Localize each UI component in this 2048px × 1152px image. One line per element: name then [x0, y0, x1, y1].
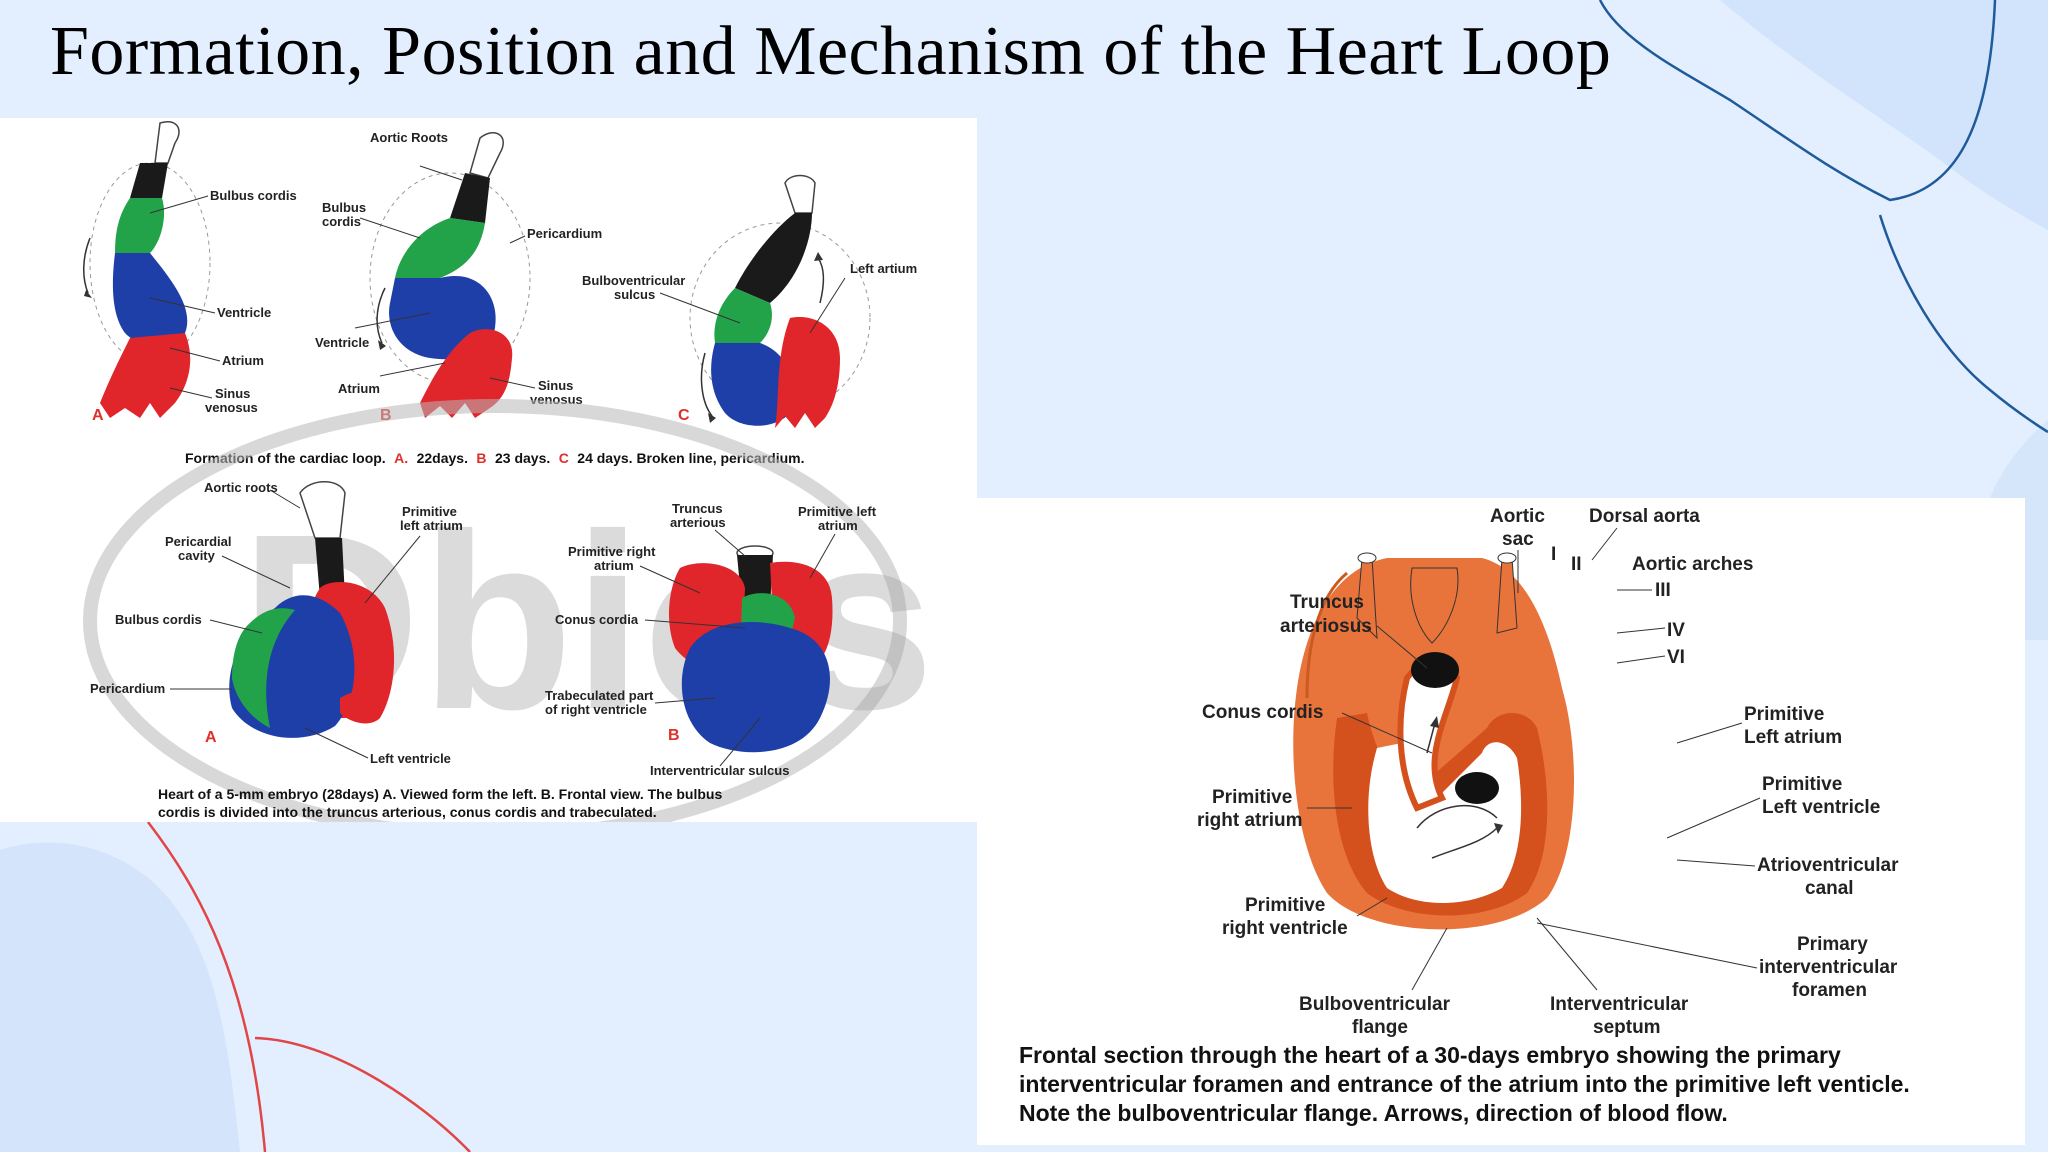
heart-5mm-left-view: [229, 481, 395, 738]
slide-title: Formation, Position and Mechanism of the…: [50, 13, 1612, 90]
label-truncus-5mm: Truncus: [672, 501, 723, 516]
label-cordis-b: cordis: [322, 214, 361, 229]
label-aortic-roots-b: Aortic Roots: [370, 130, 448, 145]
red-curve-bottom-2: [254, 1036, 471, 1152]
label-prim-right-atrium-1: Primitive: [1212, 787, 1292, 808]
caption-5mm-line1: Heart of a 5-mm embryo (28days) A. Viewe…: [158, 786, 722, 802]
label-conus-cordia-5mm: Conus cordia: [555, 612, 639, 627]
label-bulbus-b: Bulbus: [322, 200, 366, 215]
label-bv-flange-2: flange: [1352, 1017, 1408, 1038]
light-blob-bottom-left: [0, 842, 240, 1152]
label-dorsal-aorta: Dorsal aorta: [1589, 506, 1700, 527]
label-iv-septum-1: Interventricular: [1550, 994, 1689, 1015]
label-bulbus-cordis-5mm: Bulbus cordis: [115, 612, 202, 627]
caption-section-line2: interventricular foramen and entrance of…: [1019, 1071, 1910, 1097]
panel-letter-5mm-a: A: [205, 729, 217, 746]
label-aortic-roots-5mm: Aortic roots: [204, 480, 278, 495]
cardiac-loop-figure-panel: Bulbus cordis Ventricle Atrium Sinus ven…: [0, 118, 977, 822]
label-bulboventricular-c: Bulboventricular: [582, 273, 685, 288]
label-arterious-5mm: arterious: [670, 515, 726, 530]
label-prim-right-ventricle-1: Primitive: [1245, 895, 1325, 916]
label-prim-left-ventricle-1: Primitive: [1762, 774, 1842, 795]
label-pericardium-b: Pericardium: [527, 226, 602, 241]
label-aortic-arches: Aortic arches: [1632, 554, 1753, 575]
label-primary-iv-foramen-1: Primary: [1797, 934, 1868, 955]
light-blob-top-right: [1720, 0, 2048, 230]
label-trabeculated-5mm: Trabeculated part: [545, 688, 654, 703]
label-ventricle-b: Ventricle: [315, 335, 369, 350]
panel-letter-5mm-b: B: [668, 727, 680, 744]
label-primary-iv-foramen-2: interventricular: [1759, 957, 1898, 978]
label-arch-iii: III: [1655, 580, 1671, 601]
label-primary-iv-foramen-3: foramen: [1792, 980, 1867, 1001]
label-truncus: Truncus: [1290, 592, 1364, 613]
heart-frontal-section: [1293, 552, 1574, 930]
label-sinus-a: Sinus: [215, 386, 250, 401]
panel-letter-a: A: [92, 407, 104, 424]
label-sac: sac: [1502, 529, 1534, 550]
label-prim-left-atrium-2: Left atrium: [1744, 727, 1842, 748]
label-interventricular-sulcus-5mm: Interventricular sulcus: [650, 763, 789, 778]
label-arch-ii: II: [1571, 554, 1582, 575]
caption-section-line1: Frontal section through the heart of a 3…: [1019, 1042, 1841, 1068]
label-atrium-left-5mm: atrium: [818, 518, 858, 533]
label-conus-cordis: Conus cordis: [1202, 702, 1323, 723]
label-bv-flange-1: Bulboventricular: [1299, 994, 1451, 1015]
label-iv-septum-2: septum: [1593, 1017, 1661, 1038]
label-av-canal-1: Atrioventricular: [1757, 855, 1899, 876]
red-curve-bottom: [147, 821, 267, 1152]
label-atrium-b: Atrium: [338, 381, 380, 396]
label-left-atrium-5mm: left atrium: [400, 518, 463, 533]
heart-panel-b-23days: [369, 132, 531, 418]
label-of-right-ventricle-5mm: of right ventricle: [545, 702, 647, 717]
cardiac-loop-figure: Bulbus cordis Ventricle Atrium Sinus ven…: [83, 121, 934, 822]
heart-panel-a-22days: [83, 121, 211, 418]
label-av-canal-2: canal: [1805, 878, 1854, 899]
blue-curve-top: [1598, 0, 1997, 202]
label-left-ventricle-5mm: Left ventricle: [370, 751, 451, 766]
label-arch-i: I: [1551, 544, 1556, 565]
blue-curve-right: [1878, 214, 2048, 434]
label-prim-left-atrium-1: Primitive: [1744, 704, 1824, 725]
label-ventricle-a: Ventricle: [217, 305, 271, 320]
label-pericardial-5mm: Pericardial: [165, 534, 232, 549]
label-atrium-a: Atrium: [222, 353, 264, 368]
label-primitive-5mm: Primitive: [402, 504, 457, 519]
label-pericardium-5mm: Pericardium: [90, 681, 165, 696]
label-primitive-left-5mm: Primitive left: [798, 504, 877, 519]
label-arch-iv: IV: [1667, 620, 1685, 641]
caption-5mm-line2: cordis is divided into the truncus arter…: [158, 804, 657, 820]
label-bulbus-cordis-a: Bulbus cordis: [210, 188, 297, 203]
label-cavity-5mm: cavity: [178, 548, 216, 563]
heart-panel-c-24days: [689, 174, 871, 428]
heart-5mm-frontal-view: [668, 545, 833, 753]
label-arch-vi: VI: [1667, 647, 1685, 668]
caption-section-line3: Note the bulboventricular flange. Arrows…: [1019, 1100, 1728, 1126]
label-prim-right-atrium-2: right atrium: [1197, 810, 1303, 831]
label-prim-left-ventricle-2: Left ventricle: [1762, 797, 1880, 818]
label-prim-right-ventricle-2: right ventricle: [1222, 918, 1348, 939]
label-primitive-right-5mm: Primitive right: [568, 544, 656, 559]
label-aortic: Aortic: [1490, 506, 1545, 527]
caption-cardiac-loop: Formation of the cardiac loop. A. 22days…: [185, 450, 805, 467]
label-left-artium-c: Left artium: [850, 261, 917, 276]
label-arteriosus: arteriosus: [1280, 616, 1372, 637]
label-sulcus-c: sulcus: [614, 287, 655, 302]
label-venosus-a: venosus: [205, 400, 258, 415]
label-sinus-b: Sinus: [538, 378, 573, 393]
label-atrium-right-5mm: atrium: [594, 558, 634, 573]
panel-letter-c: C: [678, 407, 690, 424]
frontal-section-figure-panel: Aortic sac Dorsal aorta I II Aortic arch…: [977, 498, 2025, 1145]
frontal-section-figure: Aortic sac Dorsal aorta I II Aortic arch…: [1019, 506, 1910, 1126]
